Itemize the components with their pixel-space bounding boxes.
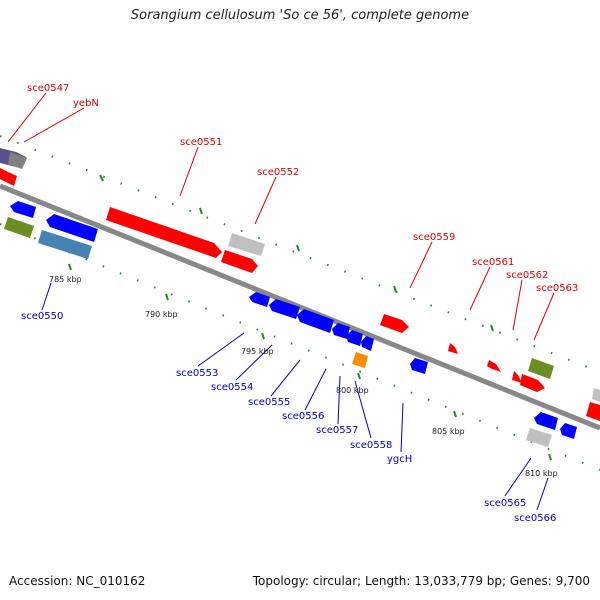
label-sce0551[interactable]: sce0551 [180, 137, 222, 148]
label-sce0555[interactable]: sce0555 [248, 397, 290, 408]
label-sce0565[interactable]: sce0565 [484, 498, 526, 509]
gene-right-red[interactable] [586, 402, 600, 421]
gene-blue-left[interactable] [10, 201, 36, 218]
gene-sce0565[interactable] [526, 428, 552, 447]
gene-red-small-a[interactable] [487, 360, 501, 372]
leader-lines [7, 92, 555, 511]
gene-red-after-0552[interactable] [221, 250, 258, 273]
label-sce0547[interactable]: sce0547 [27, 83, 69, 94]
gene-sce0550[interactable] [38, 230, 92, 259]
gene-sce0558[interactable] [352, 352, 368, 368]
scale-label: 805 kbp [432, 427, 465, 436]
gene-sce0556[interactable] [332, 323, 350, 339]
accession-label: Accession: NC_010162 [9, 574, 146, 588]
gene-ygcH[interactable] [410, 358, 428, 374]
gene-sce0554[interactable] [269, 299, 300, 319]
forward-genes [0, 148, 600, 421]
gene-sce0562[interactable] [512, 371, 522, 383]
reverse-genes [4, 201, 577, 447]
scale-label: 795 kbp [241, 347, 274, 356]
gene-olive-left[interactable] [4, 217, 34, 238]
scale-label: 810 kbp [525, 469, 558, 478]
label-sce0559[interactable]: sce0559 [413, 232, 455, 243]
gene-left-red-1[interactable] [0, 168, 8, 182]
label-yebN[interactable]: yebN [73, 98, 99, 109]
label-sce0561[interactable]: sce0561 [472, 257, 514, 268]
gene-sce0563-red[interactable] [520, 374, 545, 392]
gene-sce0559[interactable] [380, 314, 409, 333]
scale-label: 790 kbp [145, 310, 178, 319]
label-sce0552[interactable]: sce0552 [257, 167, 299, 178]
label-sce0556[interactable]: sce0556 [282, 411, 324, 422]
label-sce0550[interactable]: sce0550 [21, 311, 63, 322]
gene-sce0551[interactable] [106, 207, 222, 258]
gene-sce0557b[interactable] [361, 336, 374, 351]
map-title: Sorangium cellulosum 'So ce 56', complet… [130, 8, 470, 23]
tick-rings [0, 135, 600, 471]
gene-yebN[interactable] [8, 152, 27, 169]
gene-sce0553[interactable] [249, 292, 270, 307]
label-sce0554[interactable]: sce0554 [211, 382, 253, 393]
label-sce0557[interactable]: sce0557 [316, 425, 358, 436]
gene-blue-long[interactable] [46, 214, 98, 242]
scale-label: 785 kbp [49, 275, 82, 284]
gene-sce0561[interactable] [448, 343, 458, 354]
genome-summary: Topology: circular; Length: 13,033,779 b… [252, 574, 590, 588]
label-sce0563[interactable]: sce0563 [536, 283, 578, 294]
gene-sce0566-blue[interactable] [560, 423, 577, 439]
label-sce0553[interactable]: sce0553 [176, 368, 218, 379]
scale-label: 800 kbp [336, 386, 369, 395]
major-ticks [68, 174, 552, 461]
label-sce0562[interactable]: sce0562 [506, 270, 548, 281]
gene-left-red-2[interactable] [6, 172, 17, 186]
gene-labels: sce0547 yebN sce0551 sce0552 sce0559 sce… [21, 83, 578, 524]
label-sce0566[interactable]: sce0566 [514, 513, 556, 524]
gene-right-gray[interactable] [592, 388, 600, 402]
label-sce0558[interactable]: sce0558 [350, 440, 392, 451]
gene-sce0565-blue[interactable] [534, 412, 558, 430]
label-ygcH[interactable]: ygcH [387, 454, 412, 465]
gene-sce0555[interactable] [297, 309, 334, 333]
gene-sce0557[interactable] [346, 330, 363, 346]
gene-sce0552[interactable] [228, 233, 265, 256]
gene-sce0563[interactable] [528, 358, 554, 379]
scale-labels: 785 kbp 790 kbp 795 kbp 800 kbp 805 kbp … [49, 275, 558, 478]
